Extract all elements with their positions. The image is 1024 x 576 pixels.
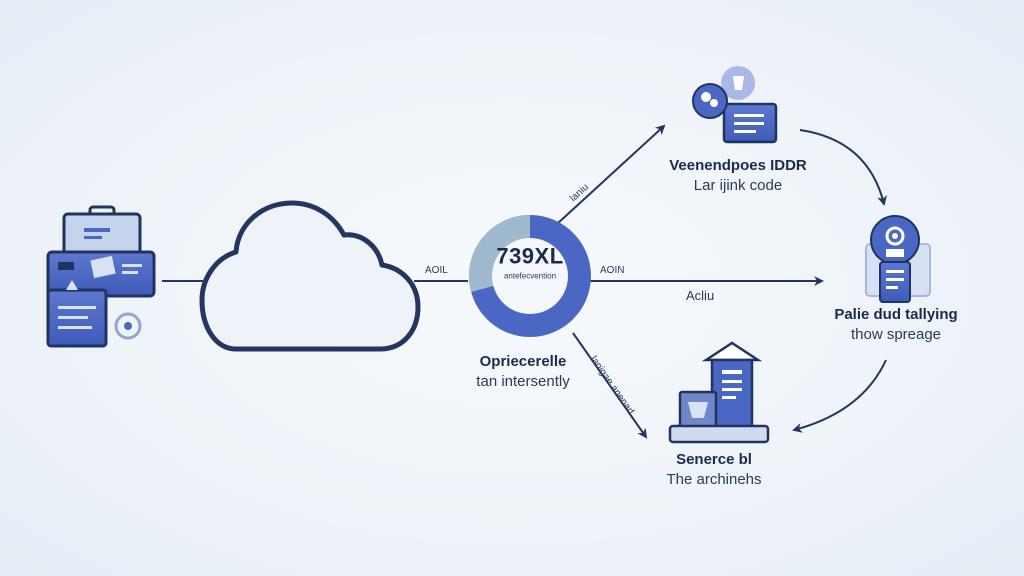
bottom-node-subtitle: The archinehs — [666, 471, 762, 488]
bottom-node-label: Senerce bl The archinehs — [666, 450, 761, 490]
hub-title: Opriecerelle — [479, 353, 567, 370]
edge-label-cloud-hub: AOIL — [425, 265, 448, 276]
edge-top-to-right-curve — [799, 129, 887, 206]
terminal-device-icon — [46, 205, 156, 348]
right-node-label: Palie dud tallying thow spreage — [834, 305, 957, 345]
hub-caption: antefecvention — [503, 271, 557, 281]
edge-right-to-bottom-curve — [792, 359, 887, 433]
hub-subtitle: tan intersently — [476, 373, 570, 390]
hub-donut — [468, 214, 591, 337]
right-node-subtitle: thow spreage — [850, 326, 942, 343]
hub-center: 739XL antefecvention — [496, 244, 563, 281]
user-document-icon — [692, 66, 778, 144]
top-node-subtitle: Lar ijink code — [693, 177, 783, 194]
top-node-label: Veenendpoes IDDR Lar ijink code — [669, 156, 807, 196]
hub-label: Opriecerelle tan intersently — [476, 352, 569, 392]
right-node-title: Palie dud tallying — [834, 306, 958, 323]
top-node-title: Veenendpoes IDDR — [669, 157, 807, 174]
gear-device-icon — [865, 215, 931, 303]
archive-building-icon — [668, 341, 770, 444]
edge-hub-to-top — [556, 124, 666, 225]
edge-hub-to-bottom — [572, 332, 648, 439]
edge-label-hub-right: AOIN — [600, 265, 625, 276]
cloud-icon — [199, 200, 421, 352]
hub-value: 739XL — [496, 243, 564, 269]
edge-label-hub-right-below: Acliu — [686, 288, 715, 303]
bottom-node-title: Senerce bl — [676, 451, 752, 468]
